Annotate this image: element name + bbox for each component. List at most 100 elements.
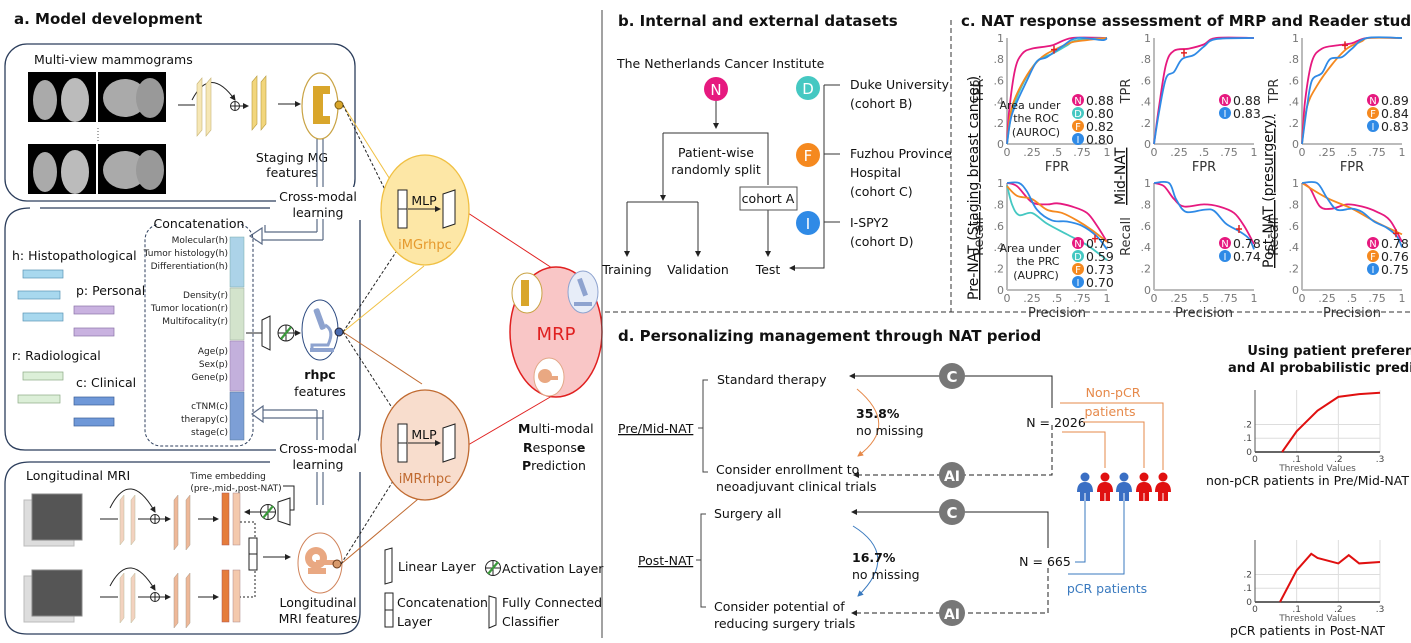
series-line-N [1153, 182, 1255, 245]
series-line-N [1153, 36, 1255, 145]
auc-value: 0.59 [1086, 249, 1114, 264]
legend-badge-letter: D [1074, 252, 1082, 263]
site-duke-1: Duke University [850, 77, 950, 92]
series-line-I [1006, 36, 1108, 145]
concat-title-bg [157, 216, 241, 230]
y-tick-label: .2 [1289, 117, 1300, 130]
x-tick-label: .25 [1170, 146, 1188, 159]
cross-modal-top-2: learning [293, 205, 344, 220]
y-tick-label: 0 [1292, 138, 1299, 151]
auc-value: 0.83 [1381, 119, 1409, 134]
x-axis-label: FPR [1045, 160, 1069, 175]
mrp-label: MRP [537, 324, 576, 345]
patient-body [1155, 482, 1171, 501]
concat-item: therapy(c) [181, 415, 228, 425]
x-tick-label: .75 [1073, 292, 1091, 305]
stage-pre-mid: Pre/Mid-NAT [618, 421, 694, 436]
y-tick-label: 0 [1292, 284, 1299, 297]
auc-value: 0.80 [1086, 132, 1114, 147]
legend-badge [1072, 276, 1084, 288]
y-tick-label: .8 [994, 198, 1005, 211]
y-tick-label: .2 [1289, 263, 1300, 276]
legend-concat-1: Concatenation [397, 595, 488, 610]
x-tick-label: 0 [1299, 146, 1306, 159]
x-tick-label: .75 [1368, 146, 1386, 159]
y-tick-label: .6 [1141, 220, 1152, 233]
legend-badge [1219, 94, 1231, 106]
layer-legend: Linear Layer Activation Layer Concatenat… [384, 547, 604, 629]
y-tick-label: .4 [994, 241, 1005, 254]
pcr-label: pCR patients [1067, 581, 1147, 596]
auc-value: 0.74 [1233, 249, 1261, 264]
mri-module-box [4, 461, 361, 635]
mlp-label-bottom: MLP [411, 427, 437, 442]
post-note: no missing [852, 567, 920, 582]
legend-badge-letter: F [1075, 265, 1081, 276]
x-tick-label: .5 [1347, 292, 1358, 305]
post-bottom-option-1: Consider potential of [714, 599, 845, 614]
y-tick-label: 0 [997, 138, 1004, 151]
legend-personal: p: Personal [76, 283, 145, 298]
time-embedding-label-1: Time embedding [189, 472, 266, 482]
mammography-machine-icon [521, 280, 529, 306]
cohort-a-box [739, 186, 798, 211]
reader-point [1236, 225, 1242, 234]
auroc-note-2: the ROC [1013, 112, 1059, 125]
series-line-F [1006, 37, 1108, 145]
auc-value: 0.76 [1381, 249, 1409, 264]
y-axis-label: TPR [1267, 79, 1282, 105]
mri-resnet-blocks [100, 488, 291, 629]
x-tick-label: .75 [1220, 146, 1238, 159]
rhpc-features-label: features [294, 384, 346, 399]
legend-histopathological: h: Histopathological [12, 248, 137, 263]
cross-modal-bottom-2: learning [293, 457, 344, 472]
y-tick-label: .2 [994, 263, 1005, 276]
panel-d-title: d. Personalizing management through NAT … [618, 327, 1041, 345]
x-tick-label: .2 [1334, 605, 1343, 615]
auprc-note-1: Area under [999, 242, 1061, 255]
concatenation-title: Concatenation [154, 216, 245, 231]
site-ispy-1: I-SPY2 [850, 215, 889, 230]
c-badge-bottom: C [939, 499, 965, 525]
mri-scanner-table [545, 376, 558, 380]
y-tick-label: 0 [1246, 598, 1252, 608]
mri-features-label-1: Longitudinal [279, 595, 356, 610]
patient-icons [1077, 472, 1171, 501]
patient-icon [1097, 472, 1113, 501]
x-tick-label: .5 [1199, 292, 1210, 305]
badge-d: D [796, 76, 820, 100]
pre-mid-note: no missing [856, 423, 924, 438]
imrrhpc-node [380, 389, 470, 501]
concat-item: cTNM(c) [191, 402, 228, 412]
patient-icon [1155, 472, 1171, 501]
patient-icon [1116, 472, 1132, 501]
x-tick-label: 0 [1151, 146, 1158, 159]
mri-volumes [23, 493, 83, 623]
auc-value: 0.82 [1086, 119, 1114, 134]
y-tick-label: .6 [1141, 74, 1152, 87]
y-axis-label: TPR [1119, 79, 1134, 105]
split-label-2: randomly split [671, 162, 761, 177]
badge-n-letter: N [710, 81, 721, 99]
y-tick-label: 0 [1144, 138, 1151, 151]
legend-entry-I: I 0.83 [1367, 119, 1409, 134]
legend-clinical: c: Clinical [76, 375, 136, 390]
x-tick-label: .2 [1334, 455, 1343, 465]
legend-activation: Activation Layer [502, 561, 604, 576]
legend-badge-letter: I [1372, 122, 1375, 133]
n-pre-mid: N = 2026 [1026, 415, 1086, 430]
legend-badge [1072, 94, 1084, 106]
x-tick-label: 0 [1252, 455, 1258, 465]
n-post: N = 665 [1019, 554, 1071, 569]
x-tick-label: .75 [1220, 292, 1238, 305]
reader-point [1051, 45, 1057, 54]
legend-badge [1072, 107, 1084, 119]
reader-point [1181, 48, 1187, 57]
mammogram-images [28, 72, 166, 194]
